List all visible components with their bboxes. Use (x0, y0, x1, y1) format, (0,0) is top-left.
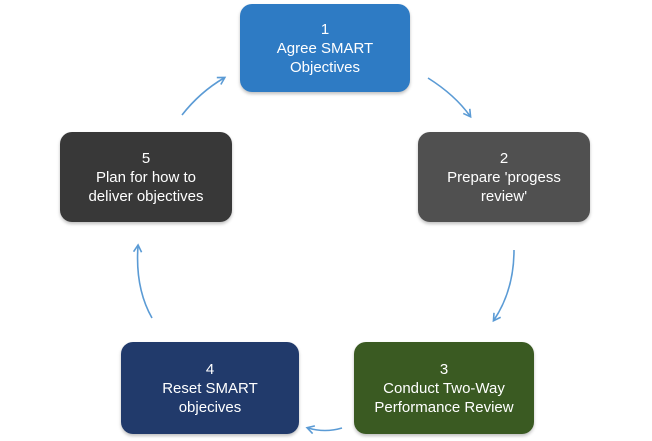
step-2-box: 2 Prepare 'progess review' (418, 132, 590, 222)
arrow-3-to-4 (305, 425, 343, 435)
step-5-label-line-1: Plan for how to (95, 168, 197, 186)
arrow-1-to-2 (427, 77, 472, 119)
step-5-box: 5 Plan for how to deliver objectives (60, 132, 232, 222)
step-3-number: 3 (439, 360, 449, 378)
step-4-label-line-1: Reset SMART (162, 379, 258, 397)
step-5-label-line-2: deliver objectives (88, 187, 204, 205)
step-1-label-line-1: Agree SMART (276, 39, 374, 57)
step-4-label-line-2: objecives (178, 398, 242, 416)
arrow-2-to-3 (492, 249, 515, 323)
step-3-label-line-2: Performance Review (374, 398, 514, 416)
step-1-box: 1 Agree SMART Objectives (240, 4, 410, 92)
step-3-box: 3 Conduct Two-Way Performance Review (354, 342, 534, 434)
arrow-4-to-5 (132, 243, 153, 319)
step-4-box: 4 Reset SMART objecives (121, 342, 299, 434)
step-4-number: 4 (205, 360, 215, 378)
step-5-number: 5 (141, 149, 151, 167)
step-2-number: 2 (499, 149, 509, 167)
step-1-number: 1 (320, 20, 330, 38)
arrow-5-to-1 (181, 76, 227, 116)
step-2-label-line-1: Prepare 'progess (447, 168, 561, 186)
step-3-label-line-1: Conduct Two-Way (383, 379, 505, 397)
step-1-label-line-2: Objectives (289, 58, 361, 76)
step-2-label-line-2: review' (480, 187, 528, 205)
